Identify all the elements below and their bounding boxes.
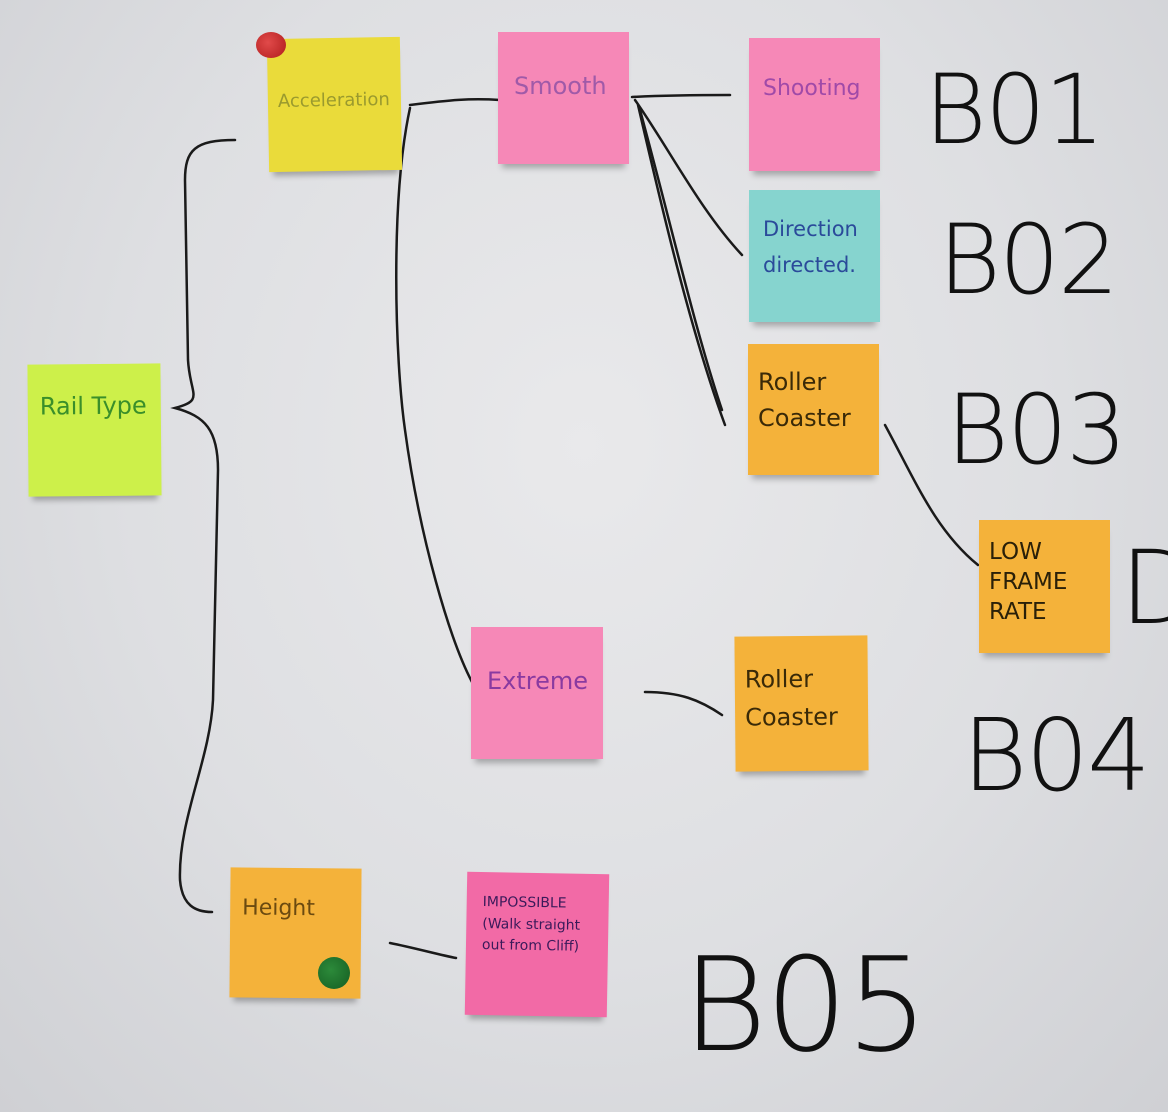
height-label: Height — [242, 895, 316, 922]
accel-smooth-line — [408, 98, 502, 107]
green-dot-icon — [318, 957, 350, 989]
roller-coaster-label-1: Roller Coaster — [758, 368, 851, 432]
smooth-note: Smooth — [498, 32, 629, 164]
smooth-label: Smooth — [514, 72, 607, 100]
impossible-label: IMPOSSIBLE (Walk straight out from Cliff… — [481, 894, 581, 956]
impossible-note: IMPOSSIBLE (Walk straight out from Cliff… — [464, 871, 610, 1018]
extreme-roller-line — [643, 690, 724, 717]
code-b04: B04 — [962, 697, 1151, 814]
direction-note: Direction directed. — [749, 190, 880, 322]
rail-type-label: Rail Type — [39, 391, 147, 421]
code-b05: B05 — [682, 929, 929, 1081]
code-b01: B01 — [924, 54, 1105, 166]
smooth-shooting-line — [630, 93, 732, 99]
shooting-label: Shooting — [763, 76, 861, 101]
direction-label: Direction directed. — [763, 217, 858, 277]
roller-coaster-note-2: Roller Coaster — [734, 635, 869, 772]
acceleration-note: Acceleration — [266, 36, 403, 173]
roller-lowframe-line — [883, 423, 980, 567]
brace-line — [170, 138, 237, 914]
code-d: D — [1120, 529, 1168, 648]
code-b02: B02 — [938, 204, 1119, 316]
acceleration-label: Acceleration — [277, 89, 390, 112]
smooth-direction-line — [633, 98, 744, 257]
low-frame-rate-note: LOW FRAME RATE — [979, 520, 1110, 653]
low-frame-rate-label: LOW FRAME RATE — [989, 539, 1068, 625]
smooth-roller-line-2 — [638, 108, 724, 412]
height-impossible-line — [388, 941, 458, 960]
rail-type-note: Rail Type — [27, 363, 162, 497]
accel-extreme-line — [395, 106, 474, 684]
roller-coaster-label-2: Roller Coaster — [744, 664, 838, 732]
red-pin-icon — [256, 32, 286, 58]
smooth-roller-line — [636, 103, 727, 427]
code-b03: B03 — [946, 374, 1127, 486]
roller-coaster-note-1: Roller Coaster — [748, 344, 879, 475]
extreme-label: Extreme — [487, 667, 589, 695]
extreme-note: Extreme — [471, 627, 603, 759]
shooting-note: Shooting — [749, 38, 880, 171]
